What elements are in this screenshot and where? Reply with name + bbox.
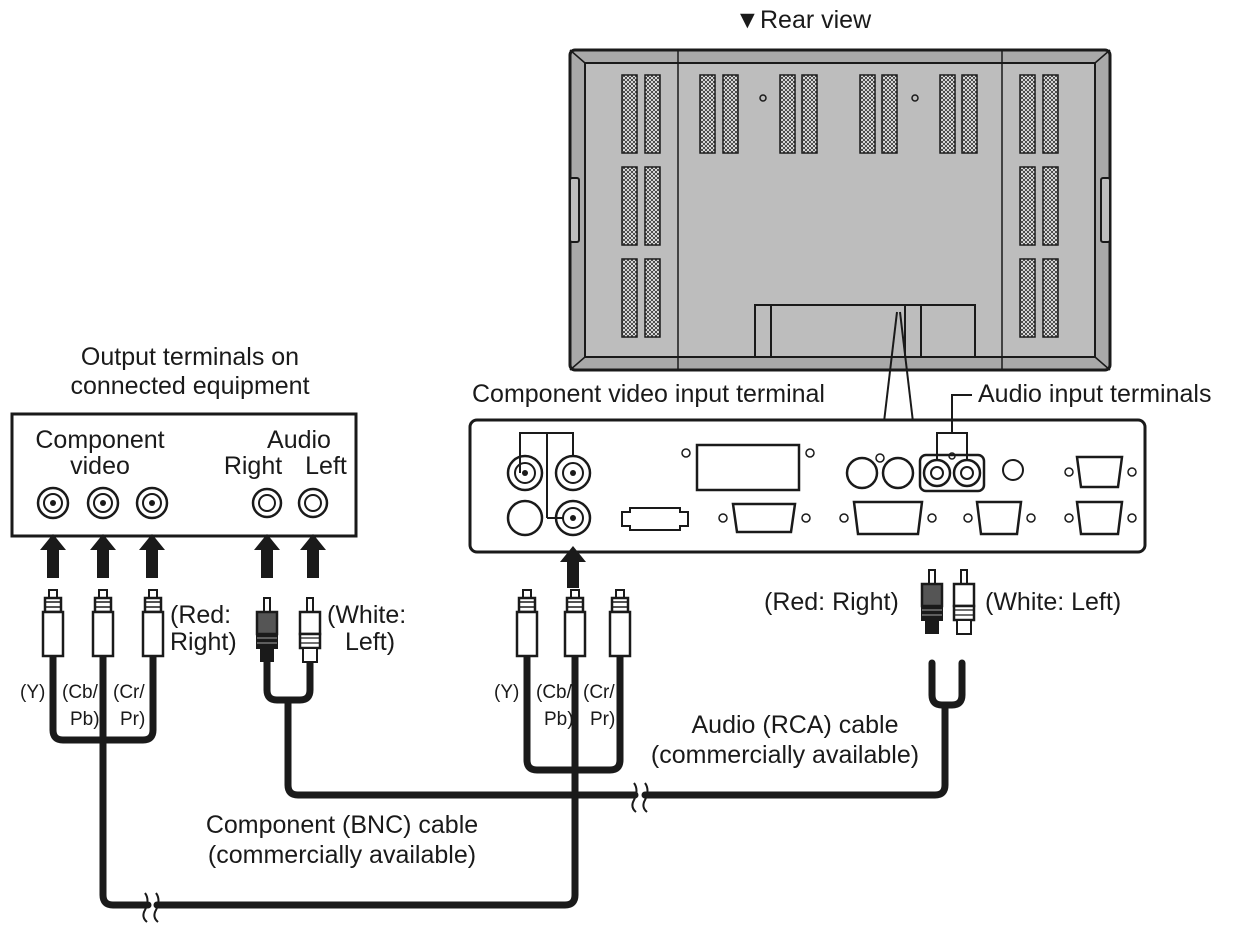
round-port: [1002, 459, 1024, 481]
terminal-bay: [754, 304, 976, 358]
component-input-connectors: [506, 432, 592, 537]
right-cb-label-2: Pb): [544, 709, 574, 730]
component-output-connectors: [36, 486, 169, 520]
equipment-box: Component video Audio Right Left: [10, 412, 358, 538]
audio-label: Audio: [267, 426, 331, 454]
right-red-label: (Red: Right): [764, 588, 899, 616]
left-cr-label-2: Pr): [120, 709, 145, 730]
rear-view-marker: ▼: [735, 6, 760, 34]
terminal-panel-zoom: [468, 394, 1147, 554]
left-red-label-1: (Red:: [170, 601, 231, 629]
audio-input-connectors: [918, 394, 986, 493]
left-white-label-2: Left): [345, 628, 395, 656]
left-red-label-2: Right): [170, 628, 237, 656]
right-y-label: (Y): [494, 682, 519, 703]
left-handle: [569, 177, 580, 243]
left-cb-label-1: (Cb/: [62, 682, 99, 703]
left-rca-plugs: [255, 596, 322, 664]
zoom-line-right: [899, 311, 914, 423]
left-white-label-1: (White:: [327, 601, 406, 629]
left-cr-label-1: (Cr/: [113, 682, 145, 703]
right-rca-plugs: [920, 568, 976, 636]
audio-right-label: Right: [224, 452, 282, 480]
left-cb-label-2: Pb): [70, 709, 100, 730]
component-video-label-1: Component: [35, 426, 164, 454]
vent-grilles-right: [1019, 74, 1059, 338]
audio-cable-label-2: (commercially available): [651, 741, 919, 769]
dvi-top-connector: [681, 443, 815, 492]
bottom-row-connectors: [621, 500, 1137, 536]
right-handle: [1100, 177, 1111, 243]
component-input-label: Component video input terminal: [472, 380, 825, 408]
right-bnc-plugs: [515, 588, 632, 658]
right-cr-label-1: (Cr/: [583, 682, 615, 703]
output-terminals-title-2: connected equipment: [70, 372, 309, 400]
zoom-line-left: [883, 311, 898, 423]
left-y-label: (Y): [20, 682, 45, 703]
monitor-rear: [568, 48, 1112, 372]
svideo-connectors: [845, 453, 915, 490]
component-video-label-2: video: [70, 452, 130, 480]
connection-arrows: [40, 534, 586, 588]
audio-left-label: Left: [305, 452, 347, 480]
dsub-connector-top-right: [1064, 455, 1137, 489]
audio-input-label: Audio input terminals: [978, 380, 1211, 408]
audio-output-connectors: [251, 487, 329, 519]
vent-grilles-top: [699, 74, 978, 154]
component-cable-label-2: (commercially available): [208, 841, 476, 869]
vent-grilles-left: [621, 74, 661, 338]
right-white-label: (White: Left): [985, 588, 1121, 616]
rear-view-label: Rear view: [760, 6, 872, 34]
left-bnc-plugs: [41, 588, 165, 658]
audio-cable-label-1: Audio (RCA) cable: [691, 711, 898, 739]
component-cable-label-1: Component (BNC) cable: [206, 811, 478, 839]
cables: [49, 651, 966, 909]
output-terminals-title-1: Output terminals on: [81, 343, 299, 371]
right-cr-label-2: Pr): [590, 709, 615, 730]
cable-breaks: [142, 782, 649, 923]
right-cb-label-1: (Cb/: [536, 682, 573, 703]
